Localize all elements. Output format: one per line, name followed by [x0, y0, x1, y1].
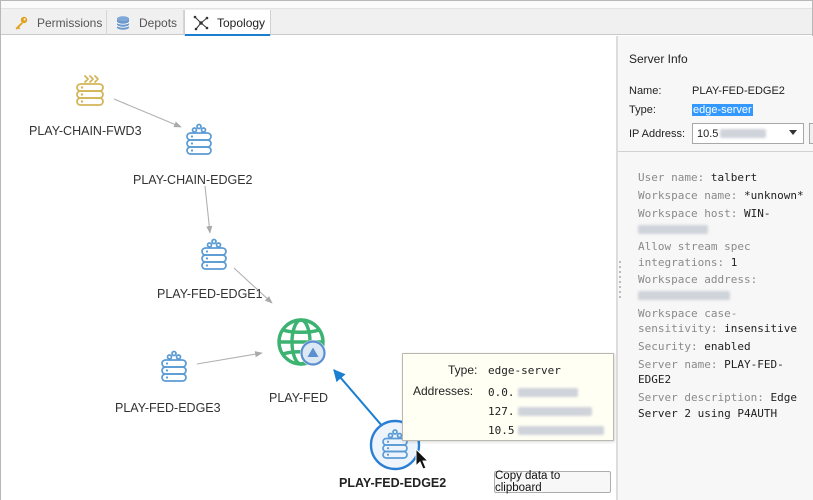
tab-topology[interactable]: Topology [184, 10, 271, 37]
panel-title: Server Info [629, 52, 688, 66]
type-label: Type: [629, 104, 656, 116]
tab-permissions[interactable]: Permissions [5, 10, 107, 35]
detail-label: Server description: [638, 391, 764, 405]
tooltip-type-value: edge-server [488, 364, 561, 377]
title-strip [1, 1, 812, 9]
key-icon [13, 15, 29, 31]
node-label-chain-edge2[interactable]: PLAY-CHAIN-EDGE2 [133, 173, 253, 187]
detail-case-sensitivity: Workspace case-sensitivity: insensitive [638, 306, 808, 337]
detail-label: Workspace address: [638, 273, 758, 287]
node-label-chain-fwd3[interactable]: PLAY-CHAIN-FWD3 [29, 124, 142, 138]
detail-label: Server name: [638, 357, 718, 371]
detail-label: Workspace host: [638, 206, 738, 220]
tab-depots[interactable]: Depots [107, 10, 184, 35]
panel-splitter[interactable] [616, 36, 618, 500]
divider [618, 151, 813, 152]
detail-label: Security: [638, 340, 698, 354]
tab-label: Topology [217, 16, 266, 30]
ip-address-value: 10.5 [697, 127, 719, 140]
tooltip-addresses-label: Addresses: [413, 384, 474, 398]
tooltip-address: 127. [488, 405, 515, 418]
copy-to-clipboard-button[interactable]: Copy data to clipboard [494, 470, 611, 494]
detail-value: enabled [704, 340, 751, 354]
redacted-text [517, 407, 592, 417]
tab-label: Depots [139, 15, 178, 30]
redacted-text [517, 388, 578, 398]
tooltip-type-label: Type: [448, 363, 478, 377]
name-value: PLAY-FED-EDGE2 [692, 85, 785, 97]
edge-fed-edge2-to-fed [333, 369, 384, 428]
server-details-list: User name: talbert Workspace name: *unkn… [638, 170, 808, 424]
scroll-grip-icon[interactable] [618, 261, 622, 321]
edge-fed-edge3-to-fed [196, 351, 263, 365]
redacted-text [638, 291, 730, 301]
detail-value: *unknown* [743, 188, 804, 202]
node-tooltip: Type: edge-server Addresses: 0.0. 127. 1… [402, 353, 614, 441]
edge-server-icon[interactable] [184, 123, 214, 157]
detail-workspace-name: Workspace name: *unknown* [638, 188, 808, 203]
edge-server-icon[interactable] [199, 238, 229, 272]
server-info-panel: Server Info Name: PLAY-FED-EDGE2 Type: e… [618, 36, 813, 500]
detail-label: Workspace name: [638, 188, 738, 202]
edge-fwd3-to-chain-edge2 [113, 98, 182, 128]
detail-workspace-address: Workspace address: [638, 272, 808, 303]
node-label-fed-edge2[interactable]: PLAY-FED-EDGE2 [339, 476, 447, 490]
database-icon [115, 15, 131, 31]
detail-label: User name: [638, 171, 705, 184]
node-label-fed[interactable]: PLAY-FED [269, 391, 329, 405]
ip-side-button[interactable] [809, 123, 813, 144]
detail-label: Allow stream spec integrations: [638, 240, 751, 269]
connection-lines [113, 98, 384, 428]
globe-server-icon[interactable] [275, 316, 331, 370]
tab-bar: Permissions Depots Topology [1, 1, 812, 37]
detail-workspace-host: Workspace host: WIN- [638, 206, 808, 237]
edge-fed-edge1-to-fed [233, 267, 273, 304]
detail-value: talbert [710, 171, 758, 184]
redacted-text [638, 224, 708, 234]
detail-stream-spec: Allow stream spec integrations: 1 [638, 239, 808, 270]
forwarder-server-icon[interactable] [74, 73, 106, 109]
name-label: Name: [629, 85, 662, 97]
ip-address-dropdown[interactable]: 10.5 [692, 123, 804, 144]
detail-value: WIN- [743, 206, 771, 220]
redacted-text [517, 426, 604, 436]
tooltip-address: 10.5 [488, 424, 515, 437]
tooltip-address: 0.0. [488, 386, 515, 399]
detail-label: Workspace case-sensitivity: [638, 306, 738, 336]
detail-user-name: User name: talbert [638, 170, 808, 185]
redacted-text [720, 129, 767, 138]
tab-label: Permissions [37, 15, 103, 30]
edge-server-icon[interactable] [159, 350, 189, 384]
topology-icon [193, 15, 209, 31]
node-label-fed-edge3[interactable]: PLAY-FED-EDGE3 [115, 401, 221, 415]
detail-server-name: Server name: PLAY-FED-EDGE2 [638, 357, 808, 388]
type-value-wrap: edge-server [692, 104, 753, 116]
tooltip-address-row: 10.5 [488, 423, 604, 437]
node-label-fed-edge1[interactable]: PLAY-FED-EDGE1 [157, 287, 263, 301]
detail-value: insensitive [724, 322, 797, 336]
chevron-down-icon [789, 130, 797, 135]
type-value[interactable]: edge-server [692, 104, 753, 116]
tooltip-address-row: 0.0. [488, 385, 578, 399]
edge-chain-edge2-to-fed-edge1 [204, 185, 213, 234]
detail-security: Security: enabled [638, 339, 808, 354]
cursor-icon [415, 448, 430, 470]
ip-label: IP Address: [629, 128, 686, 140]
detail-value: PLAY-FED-EDGE2 [638, 357, 784, 387]
detail-value: Edge Server 2 using P4AUTH [638, 391, 797, 420]
detail-value: 1 [730, 255, 738, 269]
tooltip-address-row: 127. [488, 404, 592, 418]
detail-server-description: Server description: Edge Server 2 using … [638, 390, 808, 421]
